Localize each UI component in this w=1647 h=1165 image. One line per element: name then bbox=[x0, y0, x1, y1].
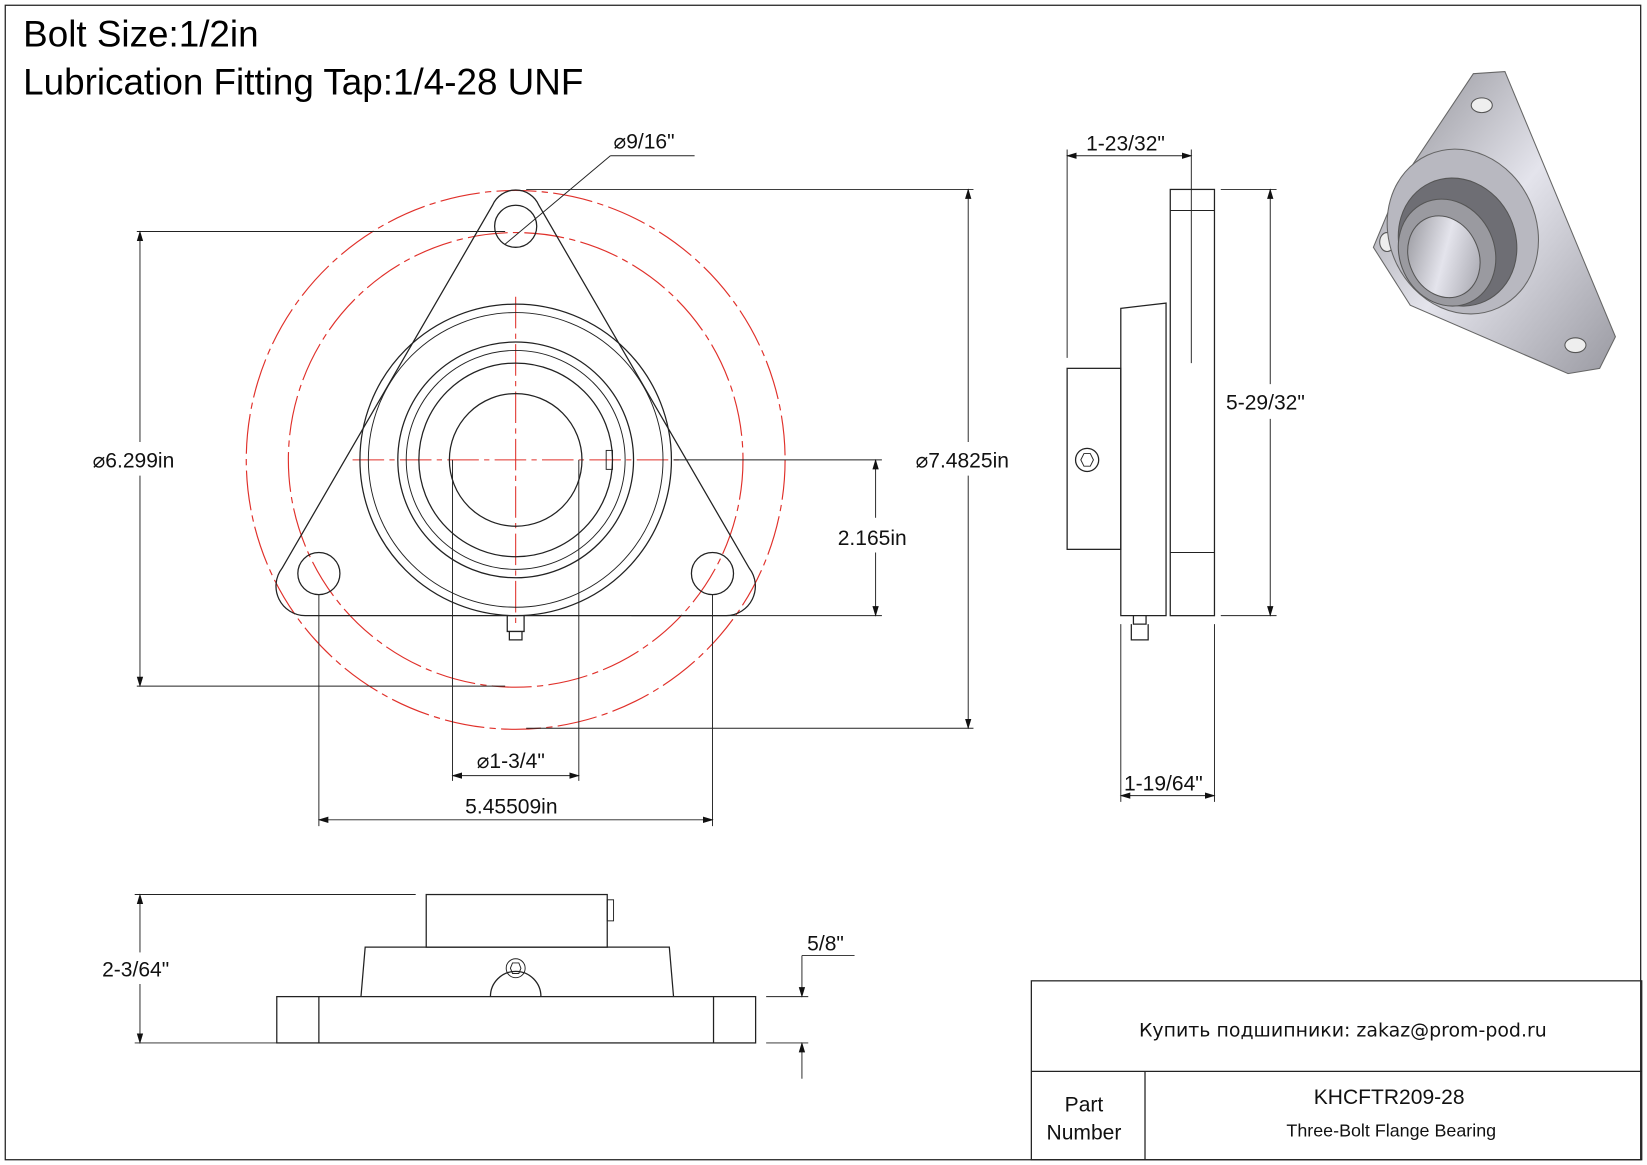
bolt-size-note: Bolt Size:1/2in bbox=[23, 13, 258, 54]
part-description: Three-Bolt Flange Bearing bbox=[1286, 1121, 1496, 1141]
sheet-border bbox=[4, 4, 1642, 1161]
number-label: Number bbox=[1047, 1122, 1122, 1145]
dim-bore: ⌀1-3/4" bbox=[477, 750, 545, 773]
front-view: ⌀9/16" ⌀6.299in ⌀7.4825in 2.165in ⌀1-3/4… bbox=[93, 130, 1009, 827]
bottom-view: 2-3/64" 5/8" bbox=[102, 893, 855, 1079]
part-number: KHCFTR209-28 bbox=[1314, 1086, 1465, 1109]
dim-side-width-bottom: 1-19/64" bbox=[1124, 772, 1203, 795]
title-block: Купить подшипники: zakaz@prom-pod.ru Par… bbox=[1030, 980, 1643, 1161]
dim-flange-thickness: 5/8" bbox=[807, 932, 844, 955]
side-view: 1-23/32" 5-29/32" 1-19/64" bbox=[1066, 132, 1305, 802]
dim-bottom-height: 2-3/64" bbox=[102, 959, 169, 982]
lubrication-note: Lubrication Fitting Tap:1/4-28 UNF bbox=[23, 62, 583, 103]
dim-bolt-circle: ⌀6.299in bbox=[93, 449, 175, 472]
dim-outer-diameter: ⌀7.4825in bbox=[916, 449, 1009, 472]
isometric-render bbox=[1372, 71, 1617, 375]
contact-text: Купить подшипники: zakaz@prom-pod.ru bbox=[1139, 1020, 1547, 1042]
dim-hole-diameter: ⌀9/16" bbox=[614, 130, 675, 153]
dim-hole-spacing: 5.45509in bbox=[465, 796, 557, 819]
part-label: Part bbox=[1065, 1093, 1104, 1116]
dim-side-height: 5-29/32" bbox=[1226, 391, 1305, 414]
dim-center-height: 2.165in bbox=[838, 527, 907, 550]
dim-side-width-top: 1-23/32" bbox=[1086, 132, 1165, 155]
